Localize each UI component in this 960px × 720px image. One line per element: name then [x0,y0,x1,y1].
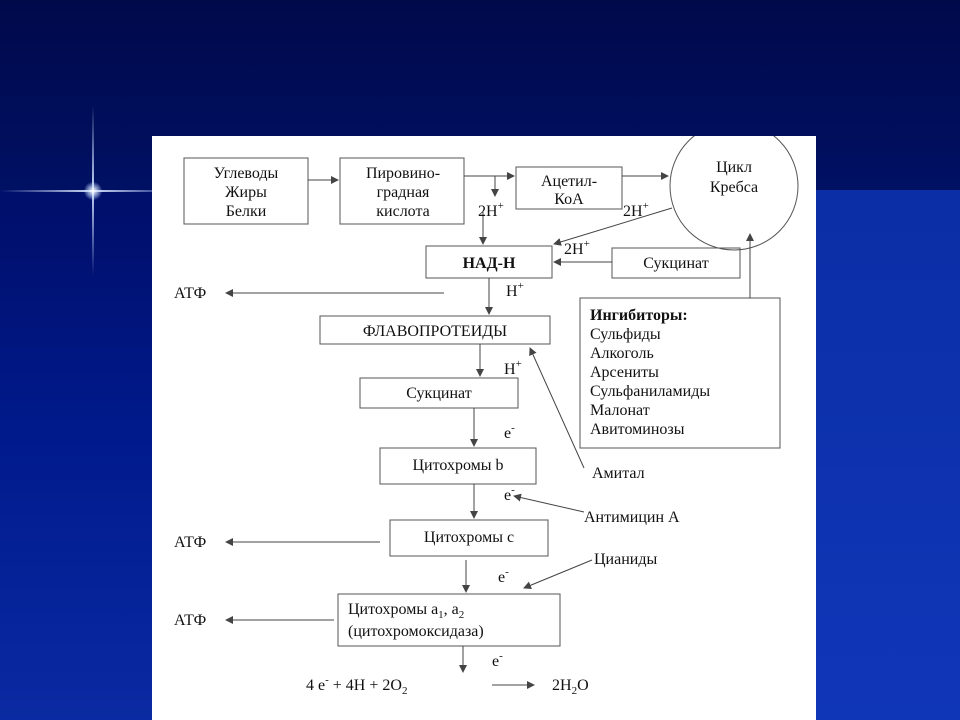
plus-sup: + [584,238,590,250]
cytochromes-a-line-2: (цитохромоксидаза) [348,623,484,640]
plus-sup: + [518,280,524,292]
two-h-text: 2H [478,203,498,220]
inhibitor-item: Авитоминозы [590,421,685,438]
e-text: e [504,425,511,442]
pyruvate-line-3: кислота [376,203,430,220]
inhibitors-title: Ингибиторы: [590,307,688,324]
label-h-plus-2: H+ [504,358,522,378]
acetyl-line-1: Ацетил- [541,173,597,190]
eq-rhs-a: 2H [552,677,572,694]
atf-label-2: АТФ [174,534,206,551]
pyruvate-box [339,157,465,225]
eq-lhs-b: + 4H + 2O [329,677,402,694]
label-e-2: e- [504,484,515,504]
atf-label-3: АТФ [174,612,206,629]
cytochromes-c-label: Цитохромы с [424,529,514,546]
sparkle-star-icon [84,182,102,200]
eq-lhs-a: 4 e [306,677,325,694]
inhibitors-box [579,297,781,449]
plus-sup: + [498,200,504,212]
acetyl-line-2: КоА [554,191,584,208]
cyt-a-prefix: Цитохромы a [348,601,438,618]
label-2h-3: 2H+ [564,238,590,258]
cyanides-label: Цианиды [594,551,657,568]
pyruvate-line-2: градная [377,184,430,201]
h-text: H [506,283,518,300]
label-e-3: e- [498,566,509,586]
cytochromes-a-line-1: Цитохромы a1, a2 [348,601,464,621]
plus-sup: + [516,358,522,370]
cytochromes-a-box [337,593,561,647]
label-2h-2: 2H+ [623,200,649,220]
cyt-a-mid: , a [444,601,459,618]
e-text: e [492,653,499,670]
krebs-line-1: Цикл [716,159,752,176]
amital-label: Амитал [592,465,645,482]
inhibitor-item: Малонат [590,402,650,419]
minus-sup: - [511,422,515,434]
e-text: e [504,487,511,504]
inhibitor-item: Алкоголь [590,345,654,362]
arrow-amital-to-flavo [529,347,585,469]
source-line-2: Жиры [225,184,267,201]
eq-rhs-sub: 2 [572,685,578,697]
source-box [183,157,309,225]
equation-rhs: 2H2O [552,677,589,697]
two-h-text: 2H [623,203,643,220]
acetyl-coa-box [515,166,623,210]
minus-sup: - [505,566,509,578]
eq-rhs-b: O [577,677,589,694]
two-h-text: 2H [564,241,584,258]
eq-lhs-sub: 2 [402,685,408,697]
cyt-a-sub2: 2 [459,609,465,621]
succinate-mid-box [359,377,519,409]
inhibitor-item: Сульфаниламиды [590,383,710,400]
succinate-top-label: Сукцинат [643,255,708,272]
krebs-cycle-circle [669,136,799,251]
flavoproteins-box [319,315,551,345]
right-light-band [816,190,960,720]
cyt-a-sub1: 1 [438,609,444,621]
label-2h-1: 2H+ [478,200,504,220]
inhibitor-item: Арсениты [590,364,659,381]
antimycin-label: Антимицин А [584,509,680,526]
source-line-1: Углеводы [214,165,279,182]
plus-sup: + [643,200,649,212]
equation-lhs: 4 e- + 4H + 2O2 [306,674,407,697]
minus-sup: - [511,484,515,496]
arrow-cyanides [523,559,593,590]
nadh-label: НАД-Н [463,255,516,272]
cytochromes-b-box [379,447,537,485]
cytochromes-b-label: Цитохромы b [412,457,503,474]
inhibitor-item: Сульфиды [590,326,661,343]
pyruvate-line-1: Пировино- [366,165,440,182]
label-h-plus-1: H+ [506,280,524,300]
arrow-krebs-to-nadh [553,207,673,246]
sparkle-horizontal-ray [0,190,160,192]
arrow-antimycin [513,493,585,513]
succinate-mid-label: Сукцинат [406,385,471,402]
minus-sup: - [499,650,503,662]
flavoproteins-label: ФЛАВОПРОТЕИДЫ [363,323,507,340]
respiratory-chain-diagram: Углеводы Жиры Белки Пировино- градная ки… [174,136,799,697]
cytochromes-c-box [389,519,549,557]
krebs-line-2: Кребса [710,179,758,196]
label-e-1: e- [504,422,515,442]
label-e-4: e- [492,650,503,670]
atf-label-1: АТФ [174,285,206,302]
minus-sup: - [325,674,329,686]
diagram-panel: Углеводы Жиры Белки Пировино- градная ки… [152,136,816,720]
e-text: e [498,569,505,586]
h-text: H [504,361,516,378]
source-line-3: Белки [226,203,267,220]
succinate-top-box [611,247,741,279]
